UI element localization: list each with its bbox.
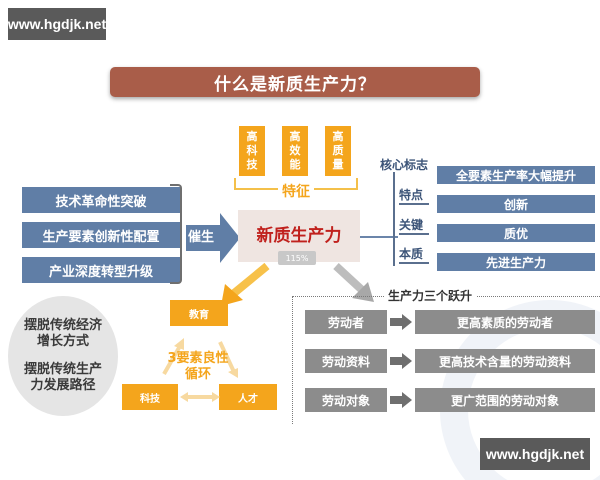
feature-char: 质: [332, 144, 344, 157]
watermark-bottom-right: www.hgdjk.net: [480, 438, 590, 470]
leaps-title: 生产力三个跃升: [384, 287, 477, 304]
driver-industry-upgrade: 产业深度转型升级: [22, 257, 180, 283]
feature-char: 量: [332, 158, 344, 171]
feature-char: 效: [289, 144, 301, 157]
feature-high-quality: 高 质 量: [325, 126, 351, 176]
tree-value-advanced: 先进生产力: [437, 253, 595, 271]
catalyst-arrow-icon: [186, 213, 240, 263]
leap-arrow-icon: [390, 314, 412, 330]
tree-label-key: 关键: [399, 216, 430, 235]
cycle-node-education: 教育: [170, 300, 228, 326]
feature-char: 技: [246, 158, 258, 171]
center-node: 新质生产力: [238, 210, 360, 262]
cycle-arrows-icon: [162, 338, 238, 402]
feature-char: 高: [332, 130, 344, 143]
leap-to-objects: 更广范围的劳动对象: [415, 388, 595, 412]
escape-traditional-circle: 摆脱传统经济增长方式 摆脱传统生产力发展路径: [8, 296, 118, 416]
feature-char: 高: [289, 130, 301, 143]
leap-from-means: 劳动资料: [305, 349, 387, 373]
feature-high-tech: 高 科 技: [239, 126, 265, 176]
leap-arrow-icon: [390, 392, 412, 408]
leap-arrow-icon: [390, 353, 412, 369]
feature-char: 高: [246, 130, 258, 143]
driver-brace: [170, 184, 182, 284]
catalyst-label: 催生: [188, 230, 215, 245]
tree-trunk: [393, 172, 395, 266]
feature-char: 能: [289, 158, 301, 171]
page-title: 什么是新质生产力？: [110, 67, 480, 97]
feature-label: 特征: [278, 181, 314, 201]
leap-from-labor: 劳动者: [305, 310, 387, 334]
center-to-tree-connector: [360, 236, 398, 238]
tree-value-innovation: 创新: [437, 195, 595, 213]
tree-value-tfp: 全要素生产率大幅提升: [437, 166, 595, 184]
arrow-to-leaps-icon: [333, 263, 374, 302]
feature-high-efficiency: 高 效 能: [282, 126, 308, 176]
driver-factor-allocation: 生产要素创新性配置: [22, 222, 180, 248]
tree-value-quality: 质优: [437, 224, 595, 242]
center-label: 新质生产力: [256, 225, 342, 246]
tree-label-feature: 特点: [399, 186, 430, 205]
leap-to-means: 更高技术含量的劳动资料: [415, 349, 595, 373]
driver-tech-revolution: 技术革命性突破: [22, 187, 180, 213]
escape-line-growth: 摆脱传统经济增长方式: [23, 318, 102, 349]
tree-label-essence: 本质: [399, 245, 430, 264]
cycle-label: 3要素良性循环: [167, 351, 229, 382]
leap-from-objects: 劳动对象: [305, 388, 387, 412]
zoom-badge: 115%: [278, 251, 316, 265]
cycle-node-talent: 人才: [219, 384, 277, 410]
watermark-top-left: www.hgdjk.net: [8, 8, 106, 40]
cycle-node-tech: 科技: [122, 384, 178, 410]
leap-to-labor: 更高素质的劳动者: [415, 310, 595, 334]
escape-line-path: 摆脱传统生产力发展路径: [23, 362, 102, 393]
feature-char: 科: [246, 144, 258, 157]
tree-heading: 核心标志: [380, 158, 429, 172]
